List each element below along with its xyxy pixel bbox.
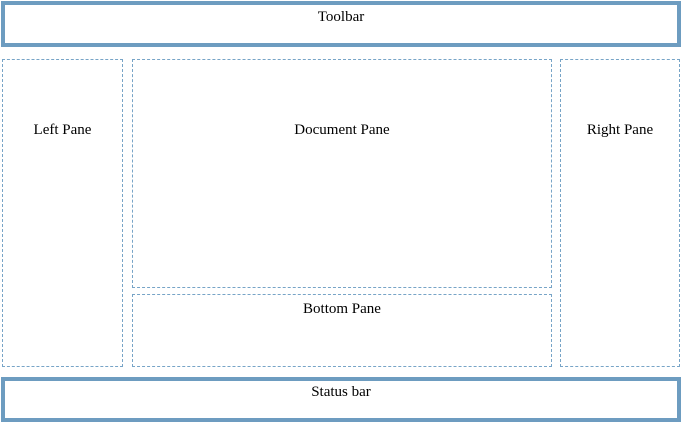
right-pane-region: Right Pane: [560, 59, 680, 367]
bottom-pane-region: Bottom Pane: [132, 294, 552, 367]
toolbar-region: Toolbar: [1, 1, 681, 47]
left-pane-region: Left Pane: [2, 59, 123, 367]
bottom-pane-label: Bottom Pane: [303, 301, 381, 317]
toolbar-label: Toolbar: [317, 9, 365, 25]
left-pane-label: Left Pane: [33, 122, 92, 138]
right-pane-label: Right Pane: [586, 122, 654, 138]
status-bar-label: Status bar: [311, 384, 371, 400]
document-pane-region: Document Pane: [132, 59, 552, 288]
status-bar-region: Status bar: [1, 377, 681, 422]
document-pane-label: Document Pane: [294, 122, 390, 138]
